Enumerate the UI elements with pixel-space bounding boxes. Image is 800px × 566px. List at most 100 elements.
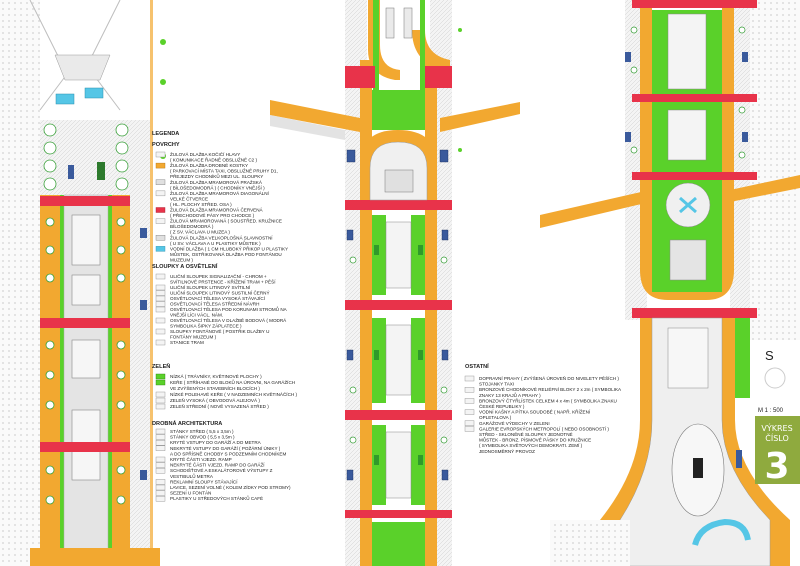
legend-swatch (155, 179, 166, 185)
legend-item: SCHODIŠŤOVÉ A ESKALÁTOROVÉ VÝSTUPY Z (170, 466, 273, 473)
legend-swatch (155, 295, 166, 302)
legend-item: ( PARKOVACÍ MÍSTA TAXI, OBSLUŽNÉ PRUHY D… (170, 167, 278, 174)
legend-swatch (464, 409, 475, 415)
legend-swatch (155, 190, 166, 197)
legend-item: STŘED - SKLONĚNÉ SLOUPKY JEDNOTNÉ (479, 430, 573, 437)
legend-swatch (155, 290, 166, 296)
legend-item: VELKÉ ČTVERCE (170, 195, 208, 201)
legend-swatch (155, 468, 166, 474)
legend-item: ( Z SV. VÁCLAVA U MUZEA ) (170, 229, 230, 235)
legend-swatch (155, 379, 166, 386)
legend-item: LAVICE, SEZENÍ VOLNÉ ( KOLEM ZÍDKY POD S… (170, 484, 291, 490)
legend-swatch (155, 306, 166, 313)
legend-swatch (155, 151, 166, 158)
legend-swatch (155, 218, 166, 224)
legend-swatch (155, 284, 166, 291)
legend-item: KRYTÉ VSTUPY DO GARÁŽÍ A DO METRA (170, 438, 262, 445)
plan-sheet-right (540, 0, 800, 566)
legend-item: FONTÁNY MUZEUM ) (170, 334, 217, 340)
legend-item: GARÁŽOVÉ VÝDECHY V ZELENI (479, 419, 550, 426)
legend-item: STANICE TRAM (170, 340, 204, 345)
legend-item: ( PŘECHODOVÉ PÁSY PRO CHODCE ) (170, 211, 255, 218)
legend-item: OSVĚTLOVACÍ TĚLESA V DLAŽBĚ BODOVÁ ( MOD… (170, 316, 287, 323)
legend-heading-zelen: ZELEŇ (152, 362, 170, 370)
legend-item: ČESKÉ REPUBLIKY ) (479, 403, 525, 409)
legend-item: ŽULOVÁ DLAŽBA MRAMOROVÁ ČERVENÁ (170, 206, 264, 213)
legend-swatch (155, 162, 166, 169)
statue (693, 458, 703, 478)
metro-entrance (68, 165, 74, 179)
north-label: S (765, 348, 774, 363)
legend-swatch (155, 490, 166, 496)
crossing (40, 318, 130, 328)
legend-swatch (155, 317, 166, 324)
legend-swatch (155, 373, 166, 380)
legend-item: ŽULOVÁ MRAMOROVANÁ ( SOUSTŘED. KRUŽNICE (170, 217, 282, 224)
north-indicator: S (764, 348, 786, 389)
legend-panel: LEGENDA POVRCHY ŽULOVÁ DLAŽBA KOČIČÍ HLA… (152, 131, 297, 502)
legend-swatch (155, 397, 166, 404)
legend-swatch (155, 456, 166, 463)
legend-item: KEŘE ( STŘÍHANÉ DO BLOKŮ NA ÚROVNI, NA G… (170, 378, 295, 385)
legend-item: SLOUPKY FONTÁNOVÉ ( POSTŘIK DLAŽBY U (170, 327, 269, 334)
legend-item: STOJANKY TAXI (479, 382, 514, 387)
legend-item: MUZEUM ) (170, 257, 193, 262)
legend-item: NEKRYTÉ VSTUPY DO GARÁŽÍ ( POŽÁRNÍ ÚNIKY… (170, 444, 281, 451)
kiosk (97, 162, 105, 180)
plan-sheet-middle (270, 0, 520, 566)
legend-swatch (464, 375, 475, 382)
crossing (40, 196, 130, 206)
legend-item: ULIČNÍ SLOUPEK SIGNALIZAČNÍ - CHROM + (170, 273, 267, 279)
badge-number: 3 (764, 446, 789, 487)
legend-list-architektura: STÁNKY STŘED ( 5,5 x 3,5m )STÁNKY OBVOD … (155, 427, 291, 502)
legend-item: REKLAMNÍ SLOUPY STÁVAJÍCÍ (170, 478, 238, 484)
legend-item: VESTIBULŮ METRA (170, 473, 214, 479)
legend-list-sloupky: ULIČNÍ SLOUPEK SIGNALIZAČNÍ - CHROM +SVÍ… (155, 273, 288, 346)
legend-item: OPLETALOVA ) (479, 415, 512, 420)
legend-list-povrchy: ŽULOVÁ DLAŽBA KOČIČÍ HLAVY( KOMUNIKACE Ř… (155, 150, 288, 262)
legend-swatch (155, 434, 166, 440)
legend-item: JEDNOSMĚRNÝ PROVOZ (479, 447, 535, 454)
legend-item: ŽULOVÁ DLAŽBA MRAMOROVÁ PRAŽSKÁ (170, 178, 263, 185)
legend-swatch (155, 428, 166, 435)
legend-item: OSVĚTLOVACÍ TĚLESA STŘEDNÍ NÁVRH (170, 300, 259, 307)
legend-item: ( BÍLOŠEDOMODRÁ ) ( CHODNÍKY VNĚJŠÍ ) (170, 183, 265, 190)
legend-item: ( U SV. VÁCLAVA A U PLASTIKY MŮSTEK ) (170, 240, 261, 246)
legend-item: NÍZKÉ POLEHAVÉ KEŘE ( V NADZEMNÍCH KVĚTI… (170, 390, 297, 397)
badge-line2: ČÍSLO (765, 432, 789, 443)
legend-item: KRYTÉ ČÁSTI VJEZD. RAMP (170, 456, 232, 462)
legend-swatch (155, 391, 166, 398)
legend-swatch (155, 445, 166, 451)
legend-item: VNĚJŠÍ LÍCI VÁCL. NÁM. (170, 311, 223, 318)
water-paving (84, 87, 104, 99)
legend-heading-architektura: DROBNÁ ARCHITEKTURA (152, 420, 222, 427)
legend-heading-ostatni: OSTATNÍ (465, 362, 489, 370)
legend-item: ŽULOVÁ DLAŽBA VELKOPLOŠNÁ SLAVNOSTNÍ (170, 233, 273, 240)
badge-line1: VÝKRES (761, 422, 792, 433)
legend-list-ostatni: DOPRAVNÍ PRAHY ( ZVÝŠENÁ ÚROVEŇ DO NIVEL… (464, 374, 622, 454)
plan-sheet-left (29, 0, 166, 566)
legend-item: NÍZKÁ ( TRÁVNÍKY, KVĚTINOVÉ PLOCHY ) (170, 372, 262, 379)
legend-swatch (464, 387, 475, 393)
water-paving (55, 93, 75, 105)
legend-heading-povrchy: POVRCHY (152, 142, 180, 148)
legend-item: ( SYMBOLIKA SVĚTOVÝCH DEMOKRATI. ZEMÍ ) (479, 441, 583, 448)
legend-swatch (155, 207, 166, 213)
legend-item: MŮSTEK - BRONZ. PÍSMOVÉ PÁSKY DO KRUŽNIC… (479, 436, 591, 443)
legend-item: ZELEŇ STŘEDNÍ ( NOVĚ VYSAZENÁ STŘED ) (170, 402, 269, 409)
legend-item: ŽULOVÁ DLAŽBA KOČIČÍ HLAVY (170, 150, 240, 157)
legend-item: SVÍTILNOVÉ PRSTENCE - KŘÍŽENÍ TRAM + PĚŠ… (170, 278, 276, 285)
legend-swatch (155, 479, 166, 485)
legend-item: ZELEŇ VYSOKÁ ( OBVODOVÁ ALEJOVÁ ) (170, 397, 260, 403)
legend-item: MŮSTEK, OSTŘIKOVANÁ DLAŽBA POD FONTÁNOU (170, 250, 282, 257)
legend-swatch (155, 301, 166, 307)
legend-swatch (155, 462, 166, 468)
scale-label: M 1 : 500 (758, 408, 784, 414)
legend-swatch (155, 235, 166, 241)
legend-item: BÍLOŠEDOMODRÁ ) (170, 223, 214, 229)
legend-item: VODNÍ DLAŽBA ( 1 CM HLUBOKÝ PŘIKOP U PLA… (170, 244, 288, 251)
legend-item: DOPRAVNÍ PRAHY ( ZVÝŠENÁ ÚROVEŇ DO NIVEL… (479, 374, 619, 381)
legend-item: GALERIE EVROPSKÝCH METROPOLÍ ( NEBO OSOB… (479, 425, 609, 431)
legend-item: A DO SPŘÍSNĚ CHODBY S PODZEMNÍM CHODNÍKE… (170, 449, 286, 456)
